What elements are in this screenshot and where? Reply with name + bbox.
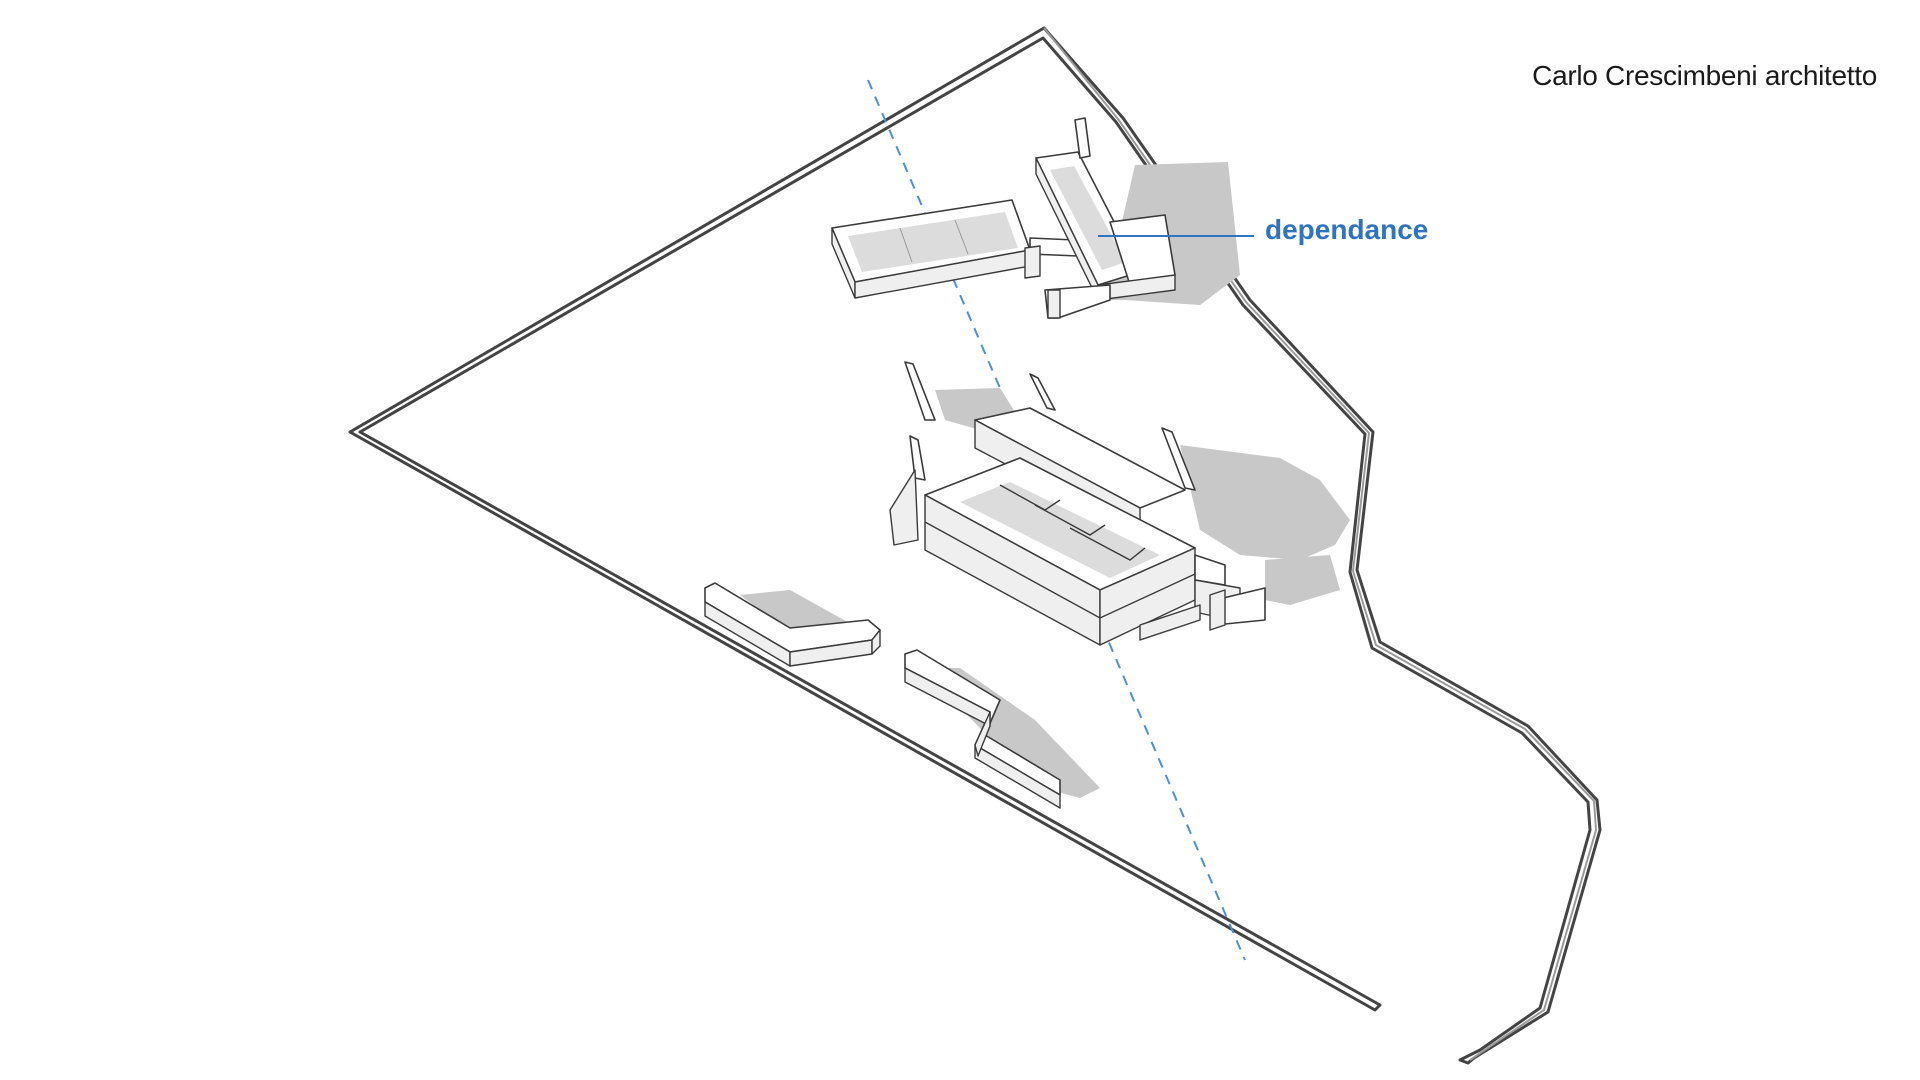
main-house bbox=[889, 361, 1350, 646]
dependance-building bbox=[831, 117, 1240, 319]
dependance-label: dependance bbox=[1265, 214, 1429, 245]
architect-credit: Carlo Crescimbeni architetto bbox=[1532, 60, 1877, 91]
lower-walls bbox=[704, 582, 1100, 809]
axis-dashed-line bbox=[867, 79, 1246, 961]
